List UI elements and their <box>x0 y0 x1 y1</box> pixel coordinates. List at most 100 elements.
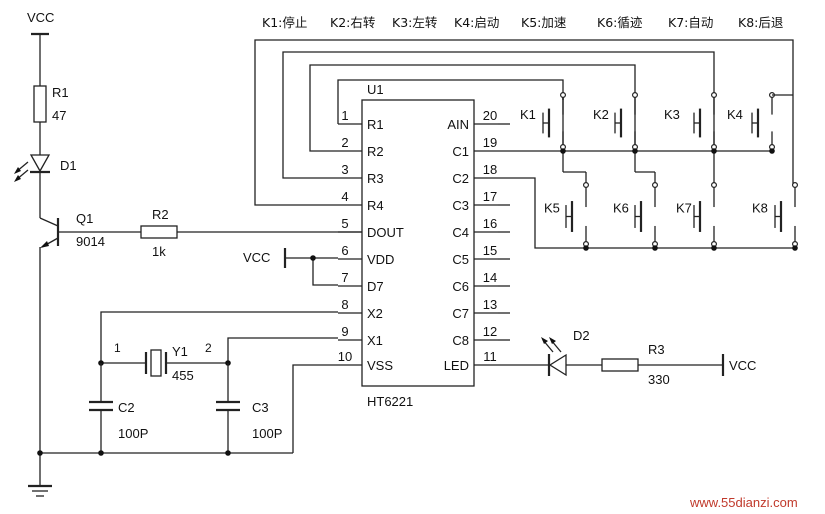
u1-ref: U1 <box>367 82 384 97</box>
vcc-label-vdd: VCC <box>243 250 270 265</box>
chip-u1: U1 HT6221 1R12R23R34R45DOUT6VDD7D78X29X1… <box>338 82 498 409</box>
switch-label: K5 <box>544 201 560 216</box>
switch-k1: K1 <box>520 91 566 154</box>
pin-name-right: C8 <box>452 333 469 348</box>
y1-pin1: 1 <box>114 341 121 355</box>
pin-name-right: AIN <box>447 117 469 132</box>
pin-number-right: 18 <box>483 162 497 177</box>
pin-number-right: 13 <box>483 297 497 312</box>
switch-k5: K5 <box>544 182 589 251</box>
pin-name-left: R2 <box>367 144 384 159</box>
wire-row-r3 <box>282 51 715 179</box>
capacitor-c3 <box>216 400 240 412</box>
pin-number-right: 19 <box>483 135 497 150</box>
pin-number-right: 11 <box>483 349 497 364</box>
legend-k1: K1:停止 <box>262 15 307 30</box>
r3-value: 330 <box>648 372 670 387</box>
resistor-r2 <box>140 225 178 239</box>
d1-emission-arrows-icon <box>14 161 29 182</box>
pin-number-right: 20 <box>483 108 497 123</box>
capacitor-c2 <box>89 400 113 412</box>
pin-name-left: R3 <box>367 171 384 186</box>
switch-label: K6 <box>613 201 629 216</box>
c3-value: 100P <box>252 426 282 441</box>
legend-k5: K5:加速 <box>521 15 567 30</box>
r2-ref: R2 <box>152 207 169 222</box>
diode-d2 <box>548 353 567 377</box>
r1-value: 47 <box>52 108 66 123</box>
pin-name-left: X2 <box>367 306 383 321</box>
y1-value: 455 <box>172 368 194 383</box>
pin-number-left: 8 <box>341 297 348 312</box>
pin-number-left: 2 <box>341 135 348 150</box>
pin-number-left: 6 <box>341 243 348 258</box>
d2-ref: D2 <box>573 328 590 343</box>
u1-part: HT6221 <box>367 394 413 409</box>
vcc-label-led: VCC <box>729 358 756 373</box>
wire-c2 <box>498 177 795 249</box>
switch-k3: K3 <box>664 91 717 154</box>
chip-u1-body <box>361 99 475 387</box>
pin-name-right: C5 <box>452 252 469 267</box>
switch-label: K1 <box>520 107 536 122</box>
pin-name-right: LED <box>444 358 469 373</box>
pin-number-left: 7 <box>341 270 348 285</box>
pin-name-left: R1 <box>367 117 384 132</box>
resistor-r3 <box>601 358 639 372</box>
pin-name-left: DOUT <box>367 225 404 240</box>
pin-number-left: 4 <box>341 189 348 204</box>
ir-driver-section: VCC R1 47 D1 Q1 9014 <box>14 10 362 497</box>
legend-k6: K6:循迹 <box>597 15 643 30</box>
pin-name-right: C4 <box>452 225 469 240</box>
pin-name-left: R4 <box>367 198 384 213</box>
wire-x1 <box>227 337 338 363</box>
pin-number-right: 17 <box>483 189 497 204</box>
keys-legend: K1:停止 K2:右转 K3:左转 K4:启动 K5:加速 K6:循迹 K7:自… <box>262 15 784 30</box>
switch-label: K4 <box>727 107 743 122</box>
pin-number-left: 3 <box>341 162 348 177</box>
y1-ref: Y1 <box>172 344 188 359</box>
row-wires <box>254 39 794 206</box>
pin-name-right: C6 <box>452 279 469 294</box>
switch-label: K7 <box>676 201 692 216</box>
q1-ref: Q1 <box>76 211 93 226</box>
switch-k7: K7 <box>676 182 717 251</box>
d1-ref: D1 <box>60 158 77 173</box>
r3-ref: R3 <box>648 342 665 357</box>
wire-d7 <box>312 258 338 286</box>
ground-icon <box>28 484 52 497</box>
column-wires <box>498 123 795 341</box>
wire-vss <box>292 364 338 453</box>
crystal-y1 <box>144 349 168 377</box>
resistor-r1 <box>33 85 47 123</box>
switch-label: K3 <box>664 107 680 122</box>
pin-number-left: 9 <box>341 324 348 339</box>
pin-number-right: 12 <box>483 324 497 339</box>
r1-ref: R1 <box>52 85 69 100</box>
legend-k7: K7:自动 <box>668 15 713 30</box>
y1-pin2: 2 <box>205 341 212 355</box>
junction-vdd <box>310 255 316 261</box>
wire-row-r2 <box>309 64 636 152</box>
pin-number-right: 16 <box>483 216 497 231</box>
switch-k4: K4 <box>727 91 775 154</box>
junction-gnd-c2 <box>98 450 104 456</box>
switch-k6: K6 <box>613 182 658 251</box>
junction-gnd-left <box>37 450 43 456</box>
watermark-text: www.55dianzi.com <box>689 495 798 510</box>
pin-number-right: 15 <box>483 243 497 258</box>
switch-k2: K2 <box>593 91 638 154</box>
junction-gnd-c3 <box>225 450 231 456</box>
switch-label: K2 <box>593 107 609 122</box>
c3-ref: C3 <box>252 400 269 415</box>
pin-number-left: 1 <box>341 108 348 123</box>
pin-name-right: C1 <box>452 144 469 159</box>
d2-emission-arrows-icon <box>541 337 562 353</box>
legend-k2: K2:右转 <box>330 15 375 30</box>
transistor-q1 <box>39 217 141 248</box>
q1-value: 9014 <box>76 234 105 249</box>
u1-right-pins: 20AIN19C118C217C316C415C514C613C712C811L… <box>444 108 498 373</box>
led-output-section: D2 R3 330 VCC <box>498 328 756 387</box>
